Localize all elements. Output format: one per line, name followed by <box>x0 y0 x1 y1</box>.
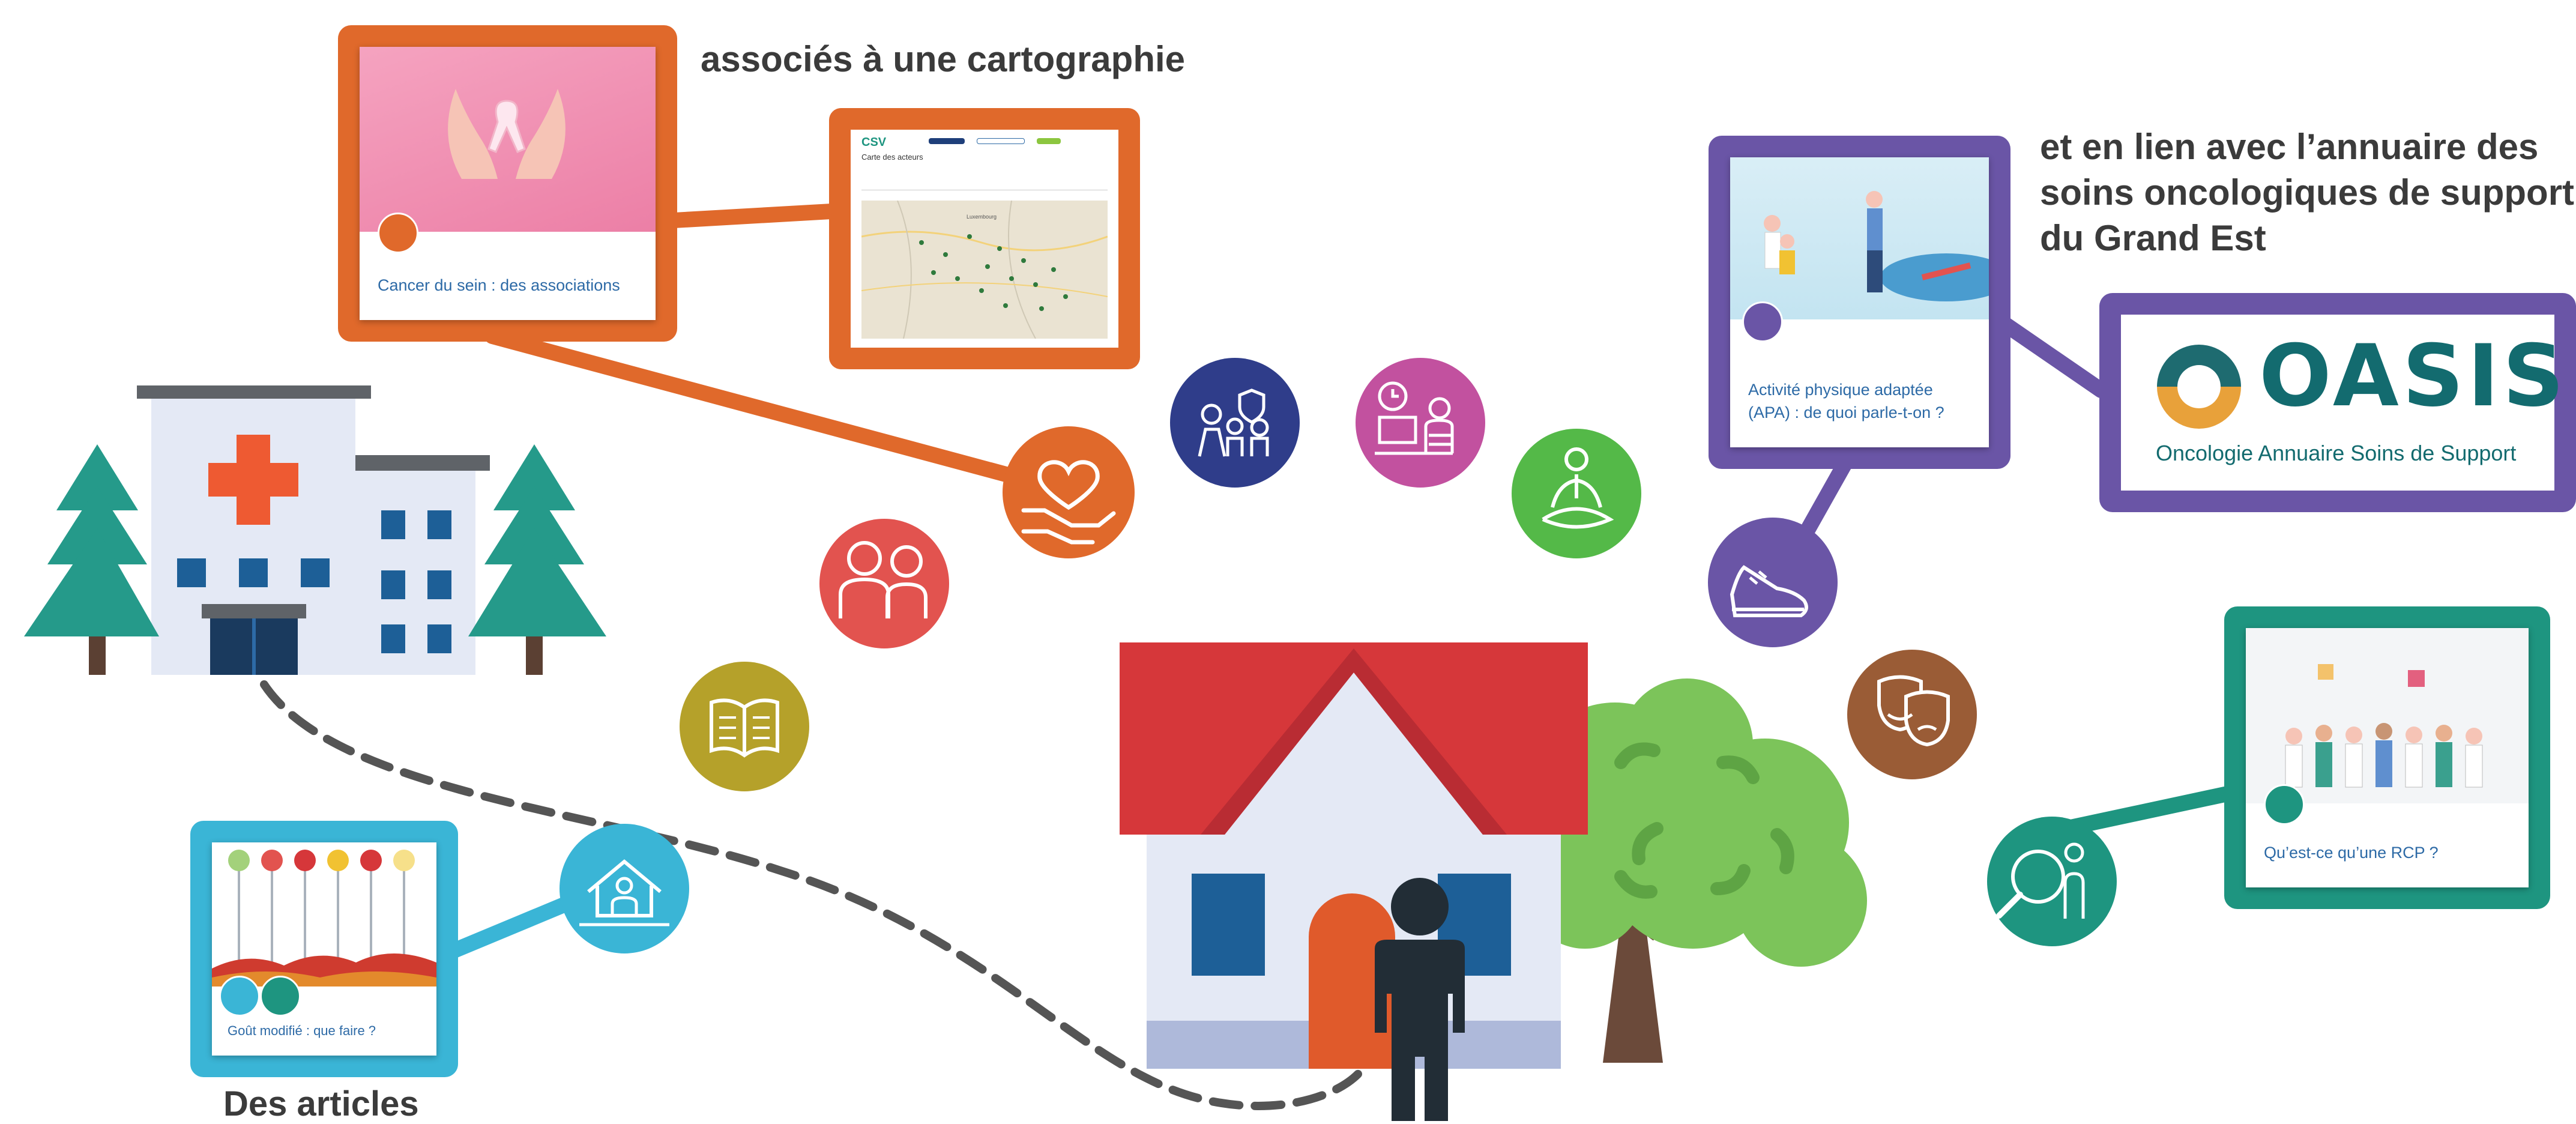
card-title-taste: Goût modifié : que faire ? <box>228 1023 376 1039</box>
elderly-couple-icon[interactable] <box>819 519 949 648</box>
connector-card-map <box>635 202 860 230</box>
card-title-rcp: Qu’est-ce qu’une RCP ? <box>2264 843 2439 862</box>
card-title-apa-line-1: Activité physique adaptée <box>1748 380 1933 399</box>
caption-articles: Des articles <box>223 1084 419 1123</box>
oasis-subtitle: Oncologie Annuaire Soins de Support <box>2156 441 2517 465</box>
desk-clock-icon[interactable] <box>1356 358 1485 488</box>
map-logo: CSV <box>861 136 887 149</box>
doctor-badge-icon <box>2264 784 2305 825</box>
map-place-label: Luxembourg <box>967 214 997 220</box>
oasis-wordmark: OASIS <box>2259 327 2568 426</box>
caption-oasis-line-1: et en lien avec l’annuaire des <box>2040 127 2539 167</box>
card-title-apa-line-2: (APA) : de quoi parle-t-on ? <box>1748 403 1944 422</box>
card-rcp[interactable]: Qu’est-ce qu’une RCP ? <box>2246 628 2529 887</box>
map-nav-buttons <box>929 138 1109 144</box>
dashed-path <box>260 680 1367 1110</box>
research-icon[interactable] <box>1987 817 2117 946</box>
kitchen-badge-icon <box>260 976 301 1017</box>
sneaker-icon[interactable] <box>1708 518 1838 647</box>
card-apa[interactable]: Activité physique adaptée (APA) : de quo… <box>1730 157 1989 447</box>
card-title-breast-cancer: Cancer du sein : des associations <box>378 276 620 294</box>
connector-rcp-research <box>2057 785 2241 836</box>
card-taste[interactable]: Goût modifié : que faire ? <box>212 842 436 1056</box>
map-filter-bar <box>861 183 1108 190</box>
book-icon[interactable] <box>680 662 809 791</box>
card-image-medical-team <box>2246 628 2529 803</box>
card-image-hands-ribbon <box>360 47 656 232</box>
card-breast-cancer[interactable]: Cancer du sein : des associations <box>360 47 656 320</box>
card-map-screenshot[interactable]: CSV Carte des acteurs Luxembourg <box>851 130 1118 348</box>
home-care-icon[interactable] <box>560 824 689 953</box>
house <box>1120 642 1588 1069</box>
ribbon-badge-icon <box>378 213 418 253</box>
map-area: Luxembourg <box>861 201 1108 339</box>
connector-apa-oasis <box>1997 316 2109 398</box>
connector-card-hand <box>484 328 1058 494</box>
caption-associations: associés à une cartographie <box>701 39 1186 79</box>
connectors <box>260 202 2241 1110</box>
big-tree <box>1525 678 1867 1063</box>
caption-oasis-line-3: du Grand Est <box>2040 218 2266 258</box>
home-badge-icon <box>219 976 260 1017</box>
caption-oasis-line-2: soins oncologiques de support <box>2040 172 2575 213</box>
hand-heart-icon[interactable] <box>1003 426 1135 558</box>
map-heading: Carte des acteurs <box>861 153 923 162</box>
card-image-physical-activity <box>1730 157 1989 319</box>
person <box>1375 878 1465 1121</box>
card-image-forks-food <box>212 842 436 987</box>
theater-masks-icon[interactable] <box>1847 650 1977 779</box>
card-oasis-logo[interactable]: OASIS Oncologie Annuaire Soins de Suppor… <box>2121 315 2564 491</box>
hospital <box>137 385 490 675</box>
family-shield-icon[interactable] <box>1170 358 1300 488</box>
hospital-trees <box>24 444 606 675</box>
running-badge-icon <box>1742 301 1783 342</box>
meditation-icon[interactable] <box>1512 429 1641 558</box>
oasis-logo-mark <box>2157 345 2241 429</box>
